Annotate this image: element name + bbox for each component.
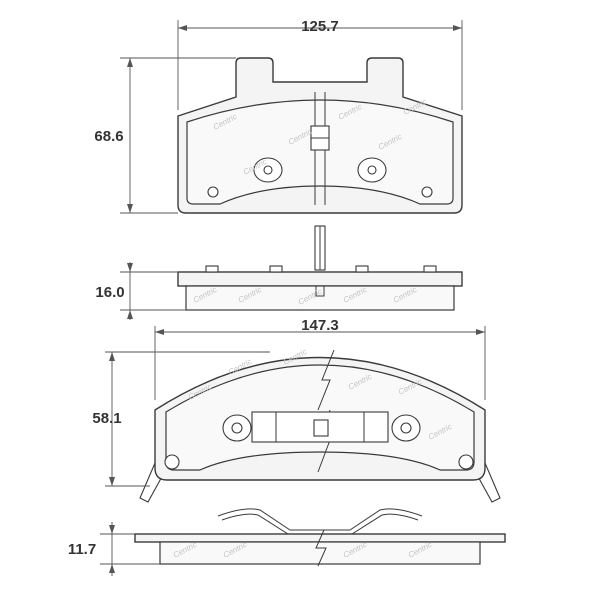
dimension-bottom-height-label: 58.1 <box>92 410 121 427</box>
dimension-top-height: 68.6 <box>94 57 236 214</box>
dimension-top-thickness-label: 16.0 <box>95 284 124 301</box>
dimension-top-width: 125.7 <box>177 18 463 110</box>
outer-pad-corner-hole-right <box>421 186 433 198</box>
inner-side-friction-material <box>159 541 481 565</box>
outer-pad-friction-material <box>186 99 454 205</box>
outer-pad-front-view: Centric Centric Centric Centric Centric … <box>177 57 463 214</box>
outer-side-backing-plate <box>177 271 463 287</box>
dimension-bottom-height: 58.1 <box>92 351 270 487</box>
dimension-bottom-width: 147.3 <box>154 317 486 400</box>
inner-pad-corner-hole-right <box>458 454 474 470</box>
dimension-bottom-thickness-label: 11.7 <box>68 541 96 558</box>
inner-pad-front-view: Centric Centric Centric Centric Centric … <box>139 347 501 503</box>
dimension-top-thickness: 16.0 <box>95 262 186 320</box>
dimension-bottom-thickness: 11.7 <box>68 522 160 576</box>
outer-side-friction-material <box>185 285 455 311</box>
inner-pad-side-view: Centric Centric Centric Centric <box>134 508 506 567</box>
dimension-top-width-label: 125.7 <box>301 18 339 35</box>
outer-pad-corner-hole-left <box>207 186 219 198</box>
outer-pad-side-view: Centric Centric Centric Centric Centric <box>177 265 463 311</box>
dimension-top-height-label: 68.6 <box>94 128 123 145</box>
wear-indicator-pin <box>314 225 326 271</box>
inner-side-spring-clip <box>217 508 423 535</box>
inner-pad-corner-hole-left <box>164 454 180 470</box>
dimension-bottom-width-label: 147.3 <box>301 317 339 334</box>
